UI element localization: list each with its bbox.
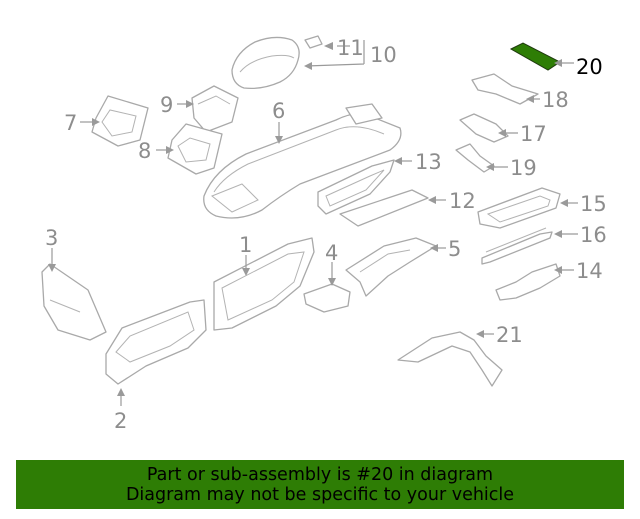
callout-numbers: 11 10 7 9 8 6 13 12 5 4 1 3 2 20 18 17 1… bbox=[45, 36, 607, 433]
parts-diagram: 11 10 7 9 8 6 13 12 5 4 1 3 2 20 18 17 1… bbox=[41, 35, 607, 433]
callout-21[interactable]: 21 bbox=[496, 323, 523, 347]
callout-11[interactable]: 11 bbox=[337, 36, 364, 60]
part-4-pad[interactable] bbox=[303, 283, 351, 313]
part-16-strip[interactable] bbox=[481, 227, 553, 265]
part-9-trim[interactable] bbox=[191, 85, 239, 133]
callout-3[interactable]: 3 bbox=[45, 226, 58, 250]
part-21-support[interactable] bbox=[397, 331, 503, 387]
part-12-strip[interactable] bbox=[339, 189, 429, 227]
callout-8[interactable]: 8 bbox=[138, 139, 151, 163]
callout-2[interactable]: 2 bbox=[114, 409, 127, 433]
part-7-bezel[interactable] bbox=[91, 95, 149, 147]
callout-1[interactable]: 1 bbox=[239, 233, 252, 257]
callout-7[interactable]: 7 bbox=[64, 111, 77, 135]
part-20-highlighted[interactable] bbox=[509, 42, 561, 71]
callout-5[interactable]: 5 bbox=[448, 237, 461, 261]
callout-13[interactable]: 13 bbox=[415, 150, 442, 174]
callout-4[interactable]: 4 bbox=[325, 241, 338, 265]
part-3-panel[interactable] bbox=[41, 263, 107, 341]
part-13-side-panel[interactable] bbox=[317, 159, 395, 215]
callout-17[interactable]: 17 bbox=[520, 122, 547, 146]
callout-16[interactable]: 16 bbox=[580, 223, 607, 247]
part-5-bracket[interactable] bbox=[345, 237, 437, 297]
part-20-shape bbox=[509, 42, 561, 71]
callout-10[interactable]: 10 bbox=[370, 43, 397, 67]
part-6-console-body[interactable] bbox=[203, 103, 402, 219]
part-17-trim[interactable] bbox=[459, 113, 509, 143]
banner-line-2: Diagram may not be specific to your vehi… bbox=[125, 484, 515, 505]
part-2-side-panel[interactable] bbox=[105, 299, 207, 385]
part-14-bracket[interactable] bbox=[495, 263, 561, 301]
banner-line-1: Part or sub-assembly is #20 in diagram bbox=[146, 464, 494, 485]
callout-12[interactable]: 12 bbox=[449, 189, 476, 213]
notice-banner: Part or sub-assembly is #20 in diagram D… bbox=[16, 460, 624, 509]
part-8-control-panel[interactable] bbox=[167, 123, 223, 175]
callout-9[interactable]: 9 bbox=[160, 93, 173, 117]
callout-18[interactable]: 18 bbox=[542, 88, 569, 112]
part-15-mat[interactable] bbox=[477, 187, 561, 229]
callout-19[interactable]: 19 bbox=[510, 156, 537, 180]
part-1-side-panel[interactable] bbox=[213, 237, 315, 331]
callout-15[interactable]: 15 bbox=[580, 192, 607, 216]
part-11-clip[interactable] bbox=[304, 35, 323, 49]
part-10-armrest-lid[interactable] bbox=[231, 36, 300, 90]
callout-20[interactable]: 20 bbox=[576, 55, 603, 79]
callout-6[interactable]: 6 bbox=[272, 99, 285, 123]
callout-14[interactable]: 14 bbox=[576, 259, 603, 283]
leader-arrows bbox=[48, 42, 568, 396]
